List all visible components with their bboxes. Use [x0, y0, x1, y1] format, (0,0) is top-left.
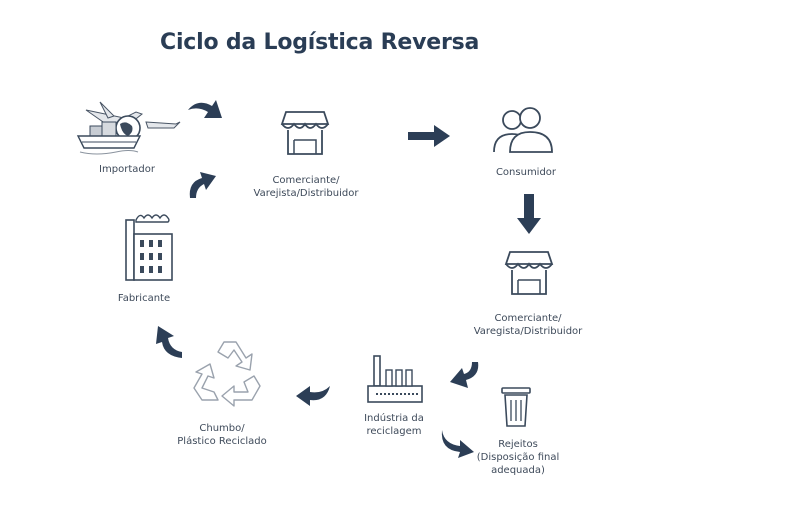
arrow-importador-to-comerciante	[186, 98, 226, 126]
label-chumbo: Chumbo/ Plástico Reciclado	[177, 423, 267, 447]
arrow-industria-to-rejeitos	[440, 428, 474, 458]
recycle-icon	[188, 336, 272, 408]
store-awning-icon	[280, 110, 330, 156]
label-comerciante-top: Comerciante/ Varejista/Distribuidor	[253, 175, 359, 199]
building-factory-icon	[122, 210, 174, 282]
label-consumidor: Consumidor	[495, 167, 557, 178]
arrow-comerciante-to-consumidor	[408, 125, 450, 147]
label-comerciante-right: Comerciante/ Varegista/Distribuidor	[473, 313, 583, 337]
label-rejeitos: Rejeitos (Disposição final adequada)	[476, 439, 560, 476]
arrow-chumbo-to-fabricante	[152, 326, 184, 360]
label-fabricante: Fabricante	[117, 293, 171, 304]
ship-plane-cargo-icon	[76, 96, 181, 158]
label-industria: Indústria da reciclagem	[364, 413, 424, 437]
label-importador: Importador	[99, 164, 155, 175]
diagram-title: Ciclo da Logística Reversa	[160, 30, 480, 55]
store-awning-icon	[504, 250, 554, 296]
arrow-fabricante-to-importador	[186, 168, 216, 200]
arrow-comerciante-to-industria	[450, 360, 482, 390]
people-icon	[492, 106, 554, 154]
arrow-consumidor-to-comerciante	[517, 194, 541, 234]
factory-icon	[364, 352, 424, 404]
trash-bin-icon	[500, 386, 532, 428]
arrow-industria-to-chumbo	[296, 384, 332, 410]
